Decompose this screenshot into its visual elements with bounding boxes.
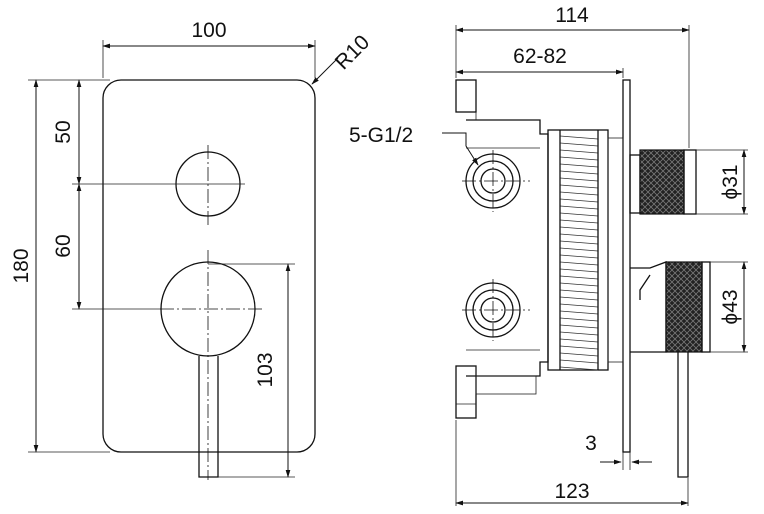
thread-line [559,219,599,224]
dim-spacing: 60 [52,234,75,257]
thread-lines [559,135,599,371]
dim-large-knob: ϕ43 [719,289,742,324]
thread-line [559,275,599,280]
thread-line [559,345,599,350]
front-view: 100 R10 180 50 60 103 [10,19,374,480]
cover-plate [102,79,316,453]
thread-line [559,331,599,336]
thread-line [559,240,599,245]
dim-height: 180 [10,248,33,283]
thread-line [559,149,599,154]
thread-line [559,247,599,252]
small-knob [629,149,697,215]
thread-line [559,163,599,168]
thread-line [559,261,599,266]
thread-line [559,268,599,273]
thread-line [559,191,599,196]
thread-line [559,296,599,301]
thread-line [559,156,599,161]
thread-line [559,233,599,238]
dim-total-depth: 123 [554,480,589,503]
lever-assembly [630,261,711,478]
dim-width: 100 [191,19,226,42]
dim-upper-offset: 50 [52,120,75,143]
thread-line [559,324,599,329]
thread-line [559,135,599,140]
thread-line [559,198,599,203]
thread-line [559,352,599,357]
thread-line [559,310,599,315]
lever-handle [198,356,219,478]
thread-line [559,184,599,189]
side-view: 114 62-82 5-G1/2 ϕ31 ϕ43 3 123 [349,4,748,506]
bottom-mount-tab [455,365,477,419]
top-mount-tab [455,79,477,113]
dim-adjust-range: 62-82 [513,45,567,68]
thread-line [559,142,599,147]
thread-line [559,289,599,294]
thread-line [559,366,599,371]
thread-line [559,282,599,287]
dim-depth: 114 [555,4,589,27]
thread-line [559,226,599,231]
thread-line [559,212,599,217]
connection-spec: 5-G1/2 [349,124,413,147]
thread-line [559,205,599,210]
thread-line [559,338,599,343]
dim-lever-offset: 103 [254,352,277,387]
thread-line [559,317,599,322]
thread-line [559,177,599,182]
thread-line [559,254,599,259]
dim-small-knob: ϕ31 [719,164,742,199]
thread-line [559,359,599,364]
wall-plate [622,79,631,453]
dim-radius: R10 [331,31,375,75]
thread-line [559,303,599,308]
thread-line [559,170,599,175]
dim-plate-thickness: 3 [585,432,597,455]
threaded-sleeve [547,129,609,371]
